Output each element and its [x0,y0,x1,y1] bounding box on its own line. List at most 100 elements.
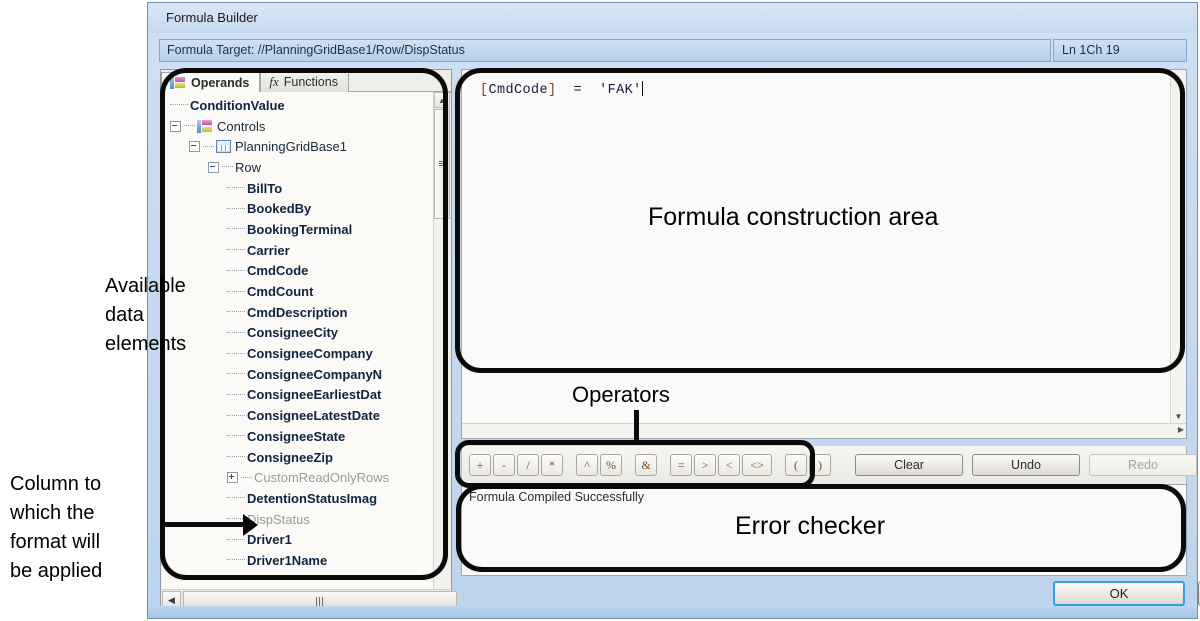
code-token-string: 'FAK' [599,83,642,98]
annotation-error-checker: Error checker [735,512,886,540]
clear-button[interactable]: Clear [855,454,963,476]
editor-action-buttons: Clear Undo Redo [846,454,1197,476]
cancel-button[interactable]: Cancel [1198,581,1200,606]
tree-item[interactable]: ConditionValue [162,95,433,116]
scroll-down-icon[interactable]: ▼ [1174,411,1183,421]
compile-status-text: Formula Compiled Successfully [469,490,645,504]
annotation-operators-leader-line [634,410,639,444]
tree-item[interactable]: ConsigneeEarliestDat [162,385,433,406]
operator-button-^[interactable]: ^ [576,454,598,476]
operator-button-=[interactable]: = [670,454,692,476]
tree-item-label: ConsigneeCity [247,325,339,341]
tree-item-label: CmdCount [247,284,314,300]
tree-connector [227,518,245,520]
scroll-up-icon[interactable]: ▲ [1174,73,1183,83]
formula-construction-editor[interactable]: [CmdCode] = 'FAK' ▲ ▼ ▶ [461,69,1187,439]
undo-button[interactable]: Undo [972,454,1080,476]
tree-connector [227,269,245,272]
tree-item[interactable]: CmdCode [162,261,433,282]
annotation-operators: Operators [572,382,670,407]
formula-code-text: [CmdCode] = 'FAK' [480,81,643,98]
collapse-icon[interactable] [189,141,200,153]
tree-item[interactable]: ConsigneeCompanyN [162,364,433,385]
tree-item[interactable]: BookedBy [162,198,433,219]
operator-button-/[interactable]: / [517,454,539,476]
text-caret [641,81,643,96]
tree-vscroll-thumb[interactable] [434,109,450,219]
operator-button-group: +-/* ^%&=><<> () [469,454,833,476]
tree-item[interactable]: PlanningGridBase1 [162,136,433,157]
tree-item[interactable]: BillTo [162,178,433,199]
tree-item[interactable]: Driver1 [162,529,433,550]
tree-item[interactable]: Driver1Name [162,550,433,571]
tab-functions[interactable]: fx Functions [260,71,349,92]
tree-connector [227,187,245,189]
tree-item-label: CmdDescription [247,304,348,320]
tree-item-label: BookedBy [247,201,312,217]
ok-button[interactable]: OK [1053,581,1185,606]
tree-item[interactable]: DispStatus [162,509,433,530]
operator-button-%[interactable]: % [600,454,622,476]
scroll-up-icon[interactable]: ▲ [434,92,450,108]
error-checker-panel: Formula Compiled Successfully [461,484,1187,576]
tree-item[interactable]: CmdCount [162,281,433,302]
scroll-right-icon[interactable]: ▶ [1177,425,1184,434]
tree-item-label: ConsigneeCompanyN [247,366,383,382]
annotation-available-data-elements: Available data elements [105,275,187,355]
operator-button->[interactable]: > [694,454,716,476]
tree-item[interactable]: Row [162,157,433,178]
tree-item[interactable]: ConsigneeState [162,426,433,447]
editor-vertical-scrollbar[interactable]: ▲ ▼ [1170,70,1186,424]
operator-button-<[interactable]: < [718,454,740,476]
tabstrip-filler [348,70,451,92]
operator-button--[interactable]: - [493,454,515,476]
tree-item-label: ConsigneeLatestDate [247,408,380,424]
operator-button-([interactable]: ( [785,454,807,476]
collapse-icon[interactable] [208,161,219,173]
editor-horizontal-scrollbar[interactable]: ▶ [462,423,1186,438]
annotation-formula-construction-area: Formula construction area [648,203,939,231]
tree-item[interactable]: ConsigneeCity [162,323,433,344]
operator-button-<>[interactable]: <> [742,454,772,476]
code-token-bracket: ] [548,83,557,98]
collapse-icon[interactable] [170,120,181,132]
tree-item-label: ConsigneeZip [247,449,333,465]
tree-connector [227,207,245,210]
tree-item-label: ConsigneeEarliestDat [247,387,382,403]
tree-connector [227,249,245,251]
window-title: Formula Builder [166,10,258,25]
tree-connector [184,125,195,127]
operator-button-*[interactable]: * [541,454,563,476]
operator-button-&[interactable]: & [635,454,657,476]
tree-item[interactable]: CmdDescription [162,302,433,323]
formula-builder-window: Formula Builder Formula Target: //Planni… [147,2,1200,619]
tree-horizontal-scrollbar[interactable]: ◀ ▶ [162,589,457,611]
expand-icon[interactable] [227,472,238,484]
tree-item-label: Driver1 [247,532,292,548]
tree-item-label: DispStatus [247,511,310,527]
tree-item[interactable]: Controls [162,116,433,137]
tree-item-label: ConsigneeState [247,428,346,444]
tree-item[interactable]: DetentionStatusImag [162,488,433,509]
redo-button: Redo [1089,454,1197,476]
tree-item[interactable]: BookingTerminal [162,219,433,240]
tree-item-label: CmdCode [247,263,309,279]
tree-item[interactable]: ConsigneeZip [162,447,433,468]
annotation-arrow-head [243,514,258,536]
tree-connector [227,435,245,437]
operator-button-)[interactable]: ) [809,454,831,476]
window-titlebar: Formula Builder [148,3,1197,33]
annotation-column-to-which-format-applied: Column to which the format will be appli… [10,473,103,582]
tree-item[interactable]: ConsigneeLatestDate [162,405,433,426]
tree-connector [227,538,245,541]
tree-vertical-scrollbar[interactable]: ▲ [433,92,450,589]
tree-item[interactable]: CustomReadOnlyRows [162,467,433,488]
tab-operands[interactable]: Operands [161,72,261,93]
tree-connector [227,311,245,313]
tree-item[interactable]: ConsigneeCompany [162,343,433,364]
operator-button-+[interactable]: + [469,454,491,476]
tab-operands-label: Operands [191,75,250,90]
tree-item[interactable]: Carrier [162,240,433,261]
